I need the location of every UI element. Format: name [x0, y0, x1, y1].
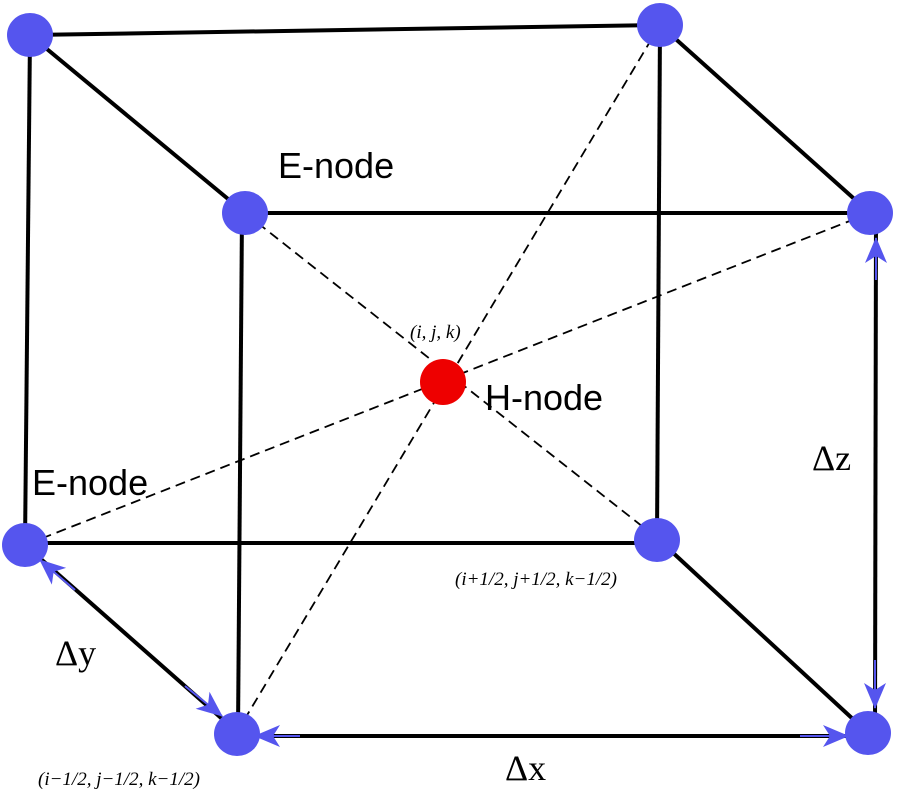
e-node-label-left: E-node — [32, 462, 148, 503]
e-node — [7, 13, 53, 57]
dimension-arrows — [39, 237, 887, 747]
edge — [28, 33, 247, 215]
edge — [873, 212, 878, 734]
dy-label: Δy — [55, 633, 96, 673]
edge — [23, 34, 32, 546]
e-node — [847, 191, 893, 235]
e-node — [634, 518, 680, 562]
edge — [655, 24, 662, 539]
e-node — [637, 3, 683, 47]
h-node-label: H-node — [485, 377, 603, 418]
bottom-node-coordinate: (i−1/2, j−1/2, k−1/2) — [38, 769, 200, 790]
e-node — [214, 712, 260, 756]
h-node — [420, 359, 466, 405]
right-node-coordinate: (i+1/2, j+1/2, k−1/2) — [455, 569, 617, 590]
center-coordinate: (i, j, k) — [410, 322, 461, 343]
e-node — [222, 191, 268, 235]
e-node-label-top: E-node — [278, 145, 394, 186]
e-nodes — [2, 3, 893, 756]
edge — [236, 212, 244, 733]
dy-arrow — [184, 685, 223, 717]
diagonal — [236, 24, 661, 733]
dz-label: Δz — [812, 438, 851, 478]
dy-arrow — [39, 559, 76, 591]
edge — [655, 536, 870, 735]
e-node — [845, 711, 891, 755]
e-node — [2, 523, 48, 567]
edge — [658, 23, 872, 215]
dx-label: Δx — [505, 748, 546, 788]
edge — [29, 23, 661, 37]
